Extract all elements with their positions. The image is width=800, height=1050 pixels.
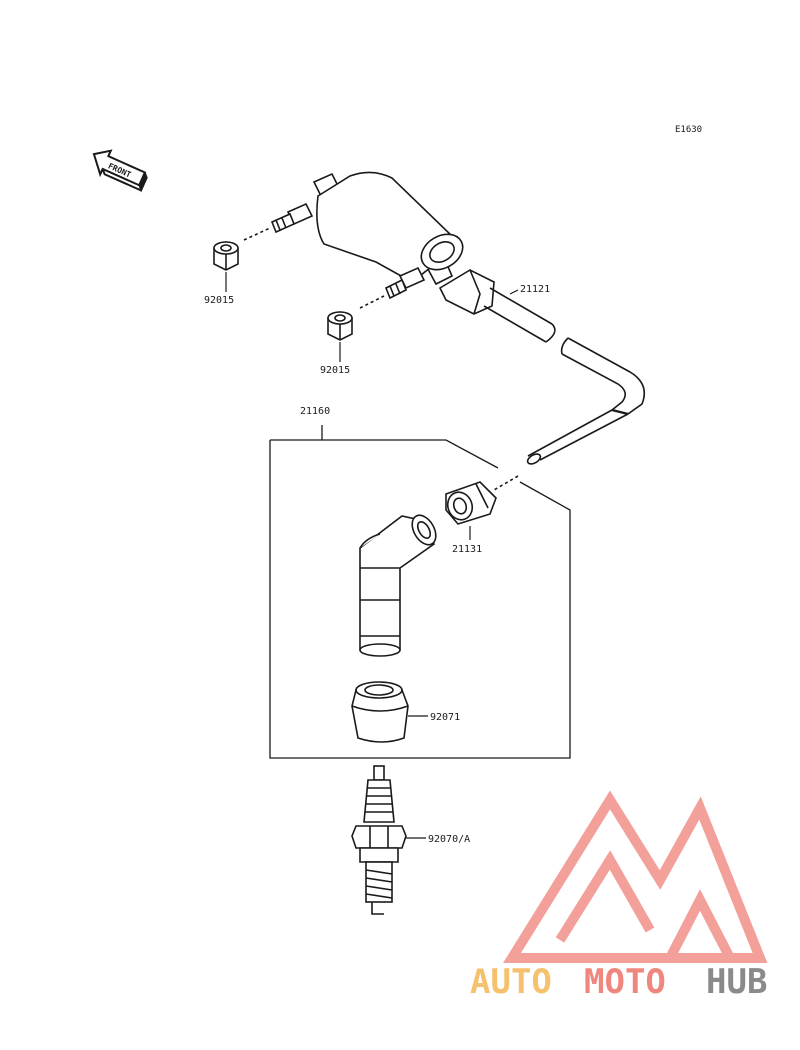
high-tension-lead (483, 287, 646, 491)
label-92070a: 92070/A (428, 834, 470, 845)
automotohub-logo: AUTO MOTO HUB (470, 790, 768, 1002)
spark-plug-icon (351, 765, 407, 915)
nut-lower-icon (327, 311, 353, 341)
front-arrow-icon: FRONT (92, 149, 148, 193)
label-92071: 92071 (430, 712, 460, 723)
nut-upper-icon (213, 241, 239, 271)
seal-icon (445, 481, 497, 525)
plug-cap-icon (359, 514, 437, 657)
label-92015-upper: 92015 (204, 295, 234, 306)
logo-mark-icon (503, 790, 768, 963)
logo-word-moto: MOTO (584, 962, 666, 1002)
cap-assembly-bracket (269, 425, 571, 759)
label-21131: 21131 (452, 544, 482, 555)
ignition-coil (243, 171, 495, 315)
label-92015-lower: 92015 (320, 365, 350, 376)
logo-word-hub: HUB (706, 962, 767, 1002)
logo-word-auto: AUTO (470, 962, 552, 1002)
label-21121: 21121 (520, 284, 550, 295)
diagram-code: E1630 (675, 125, 702, 135)
boot-icon (351, 681, 409, 743)
label-21160: 21160 (300, 406, 330, 417)
